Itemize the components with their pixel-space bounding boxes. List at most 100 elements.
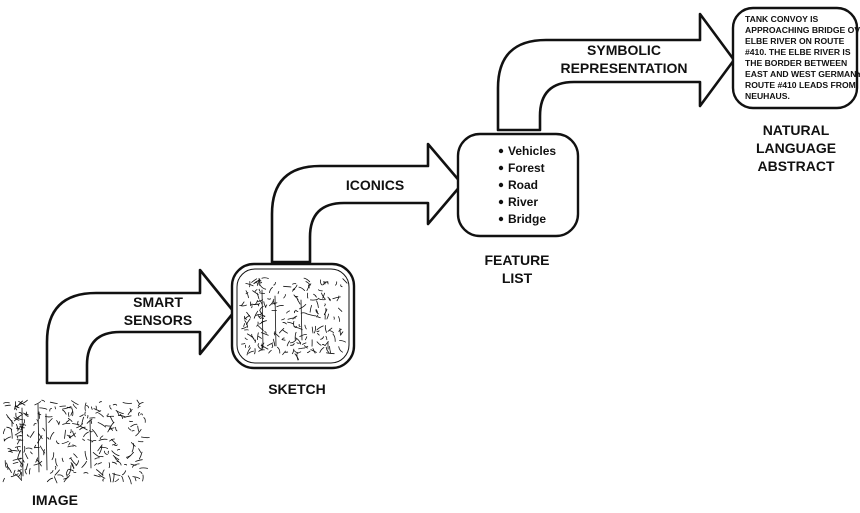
tree-trunk-stroke <box>274 295 277 347</box>
sketch-stroke <box>23 419 25 424</box>
sketch-stroke <box>119 413 123 419</box>
sketch-stroke <box>12 461 19 464</box>
sketch-stroke <box>292 284 298 290</box>
sketch-stroke <box>251 278 258 283</box>
sketch-stroke <box>56 440 60 445</box>
sketch-stroke <box>327 296 331 301</box>
sketch-stroke <box>98 401 102 403</box>
sketch-stroke <box>304 345 309 348</box>
sketch-stroke <box>98 445 103 455</box>
sketch-stroke <box>67 418 73 422</box>
sketch-stroke <box>139 471 143 474</box>
sketch-stroke <box>286 310 290 314</box>
sketch-stroke <box>137 440 144 443</box>
sketch-stroke <box>291 348 295 355</box>
sketch-stroke <box>65 469 69 476</box>
sketch-stroke <box>319 279 323 286</box>
sketch-stroke <box>26 463 29 470</box>
sketch-stroke <box>62 406 72 410</box>
feature-bullet-icon <box>498 165 504 171</box>
sketch-stroke <box>76 423 83 429</box>
abstract-text-line: ELBE RIVER ON ROUTE <box>745 36 845 46</box>
sketch-stroke <box>48 418 53 423</box>
sketch-stroke <box>79 426 86 431</box>
sketch-stroke <box>35 457 39 463</box>
sketch-stroke <box>241 343 246 345</box>
sketch-stroke <box>327 327 333 332</box>
sketch-stroke <box>143 417 146 423</box>
sketch-stroke <box>292 283 297 285</box>
sketch-stroke <box>306 283 312 291</box>
sketch-stroke <box>304 336 308 341</box>
abstract-monitor-frame <box>731 6 859 110</box>
sketch-stroke <box>244 337 248 340</box>
feature-list-label-line-1: FEATURE <box>484 252 549 268</box>
sketch-stroke <box>109 438 115 442</box>
sketch-stroke <box>84 402 87 411</box>
abstract-label-line-3: ABSTRACT <box>758 158 835 174</box>
sketch-stroke <box>68 442 71 446</box>
sketch-stroke <box>282 350 286 356</box>
sketch-stroke <box>258 336 262 339</box>
sketch-stroke <box>17 438 21 445</box>
sketch-stroke <box>23 446 26 453</box>
sketch-stroke <box>84 450 88 460</box>
sketch-stroke <box>7 448 12 451</box>
sketch-stroke <box>19 399 28 405</box>
sketch-stroke <box>318 289 323 292</box>
sketch-stroke <box>49 431 55 440</box>
sketch-stroke <box>105 425 112 427</box>
sketch-stroke <box>281 318 285 321</box>
sketch-stroke <box>84 411 86 417</box>
image-label: IMAGE <box>32 492 78 508</box>
sketch-stroke <box>138 412 140 417</box>
sketch-stroke <box>277 346 281 354</box>
sketch-stroke <box>286 340 290 347</box>
sketch-stroke <box>283 294 286 299</box>
sketch-stroke <box>42 427 45 432</box>
sketch-stroke <box>69 434 72 439</box>
sketch-stroke <box>17 450 21 459</box>
sketch-stroke <box>83 431 89 438</box>
sketch-stroke <box>307 292 309 299</box>
sketch-stroke <box>325 335 328 341</box>
sketch-stroke <box>102 478 104 482</box>
sketch-stroke <box>265 304 268 308</box>
sketch-stroke <box>130 423 138 428</box>
sketch-stroke <box>252 290 259 296</box>
sketch-stroke <box>97 422 107 428</box>
feature-list-monitor <box>456 132 580 238</box>
sketch-stroke <box>258 346 265 351</box>
sketch-stroke <box>251 303 261 305</box>
sketch-stroke <box>138 402 144 407</box>
sketch-stroke <box>93 474 101 478</box>
sketch-stroke <box>17 471 22 478</box>
sketch-stroke <box>338 316 341 322</box>
feature-bullet-icon <box>498 199 504 205</box>
sketch-stroke <box>342 278 348 284</box>
sketch-stroke <box>252 336 256 342</box>
sketch-stroke <box>287 321 295 325</box>
sketch-drawing <box>239 277 348 361</box>
sketch-stroke <box>312 348 316 354</box>
smart-sensors-label-line-2: SENSORS <box>124 312 192 328</box>
sketch-stroke <box>92 452 100 458</box>
iconics-label: ICONICS <box>346 177 404 193</box>
sketch-stroke <box>107 427 111 433</box>
sketch-stroke <box>38 433 43 440</box>
sketch-stroke <box>126 451 134 459</box>
sketch-stroke <box>99 435 104 440</box>
sketch-stroke <box>19 461 22 467</box>
sketch-stroke <box>116 410 120 416</box>
sketch-stroke <box>256 282 259 286</box>
sketch-stroke <box>81 416 85 424</box>
sketch-stroke <box>91 440 97 443</box>
sketch-stroke <box>72 444 77 447</box>
sketch-stroke <box>259 321 264 325</box>
sketch-stroke <box>4 460 7 468</box>
sketch-stroke <box>282 337 285 340</box>
sketch-stroke <box>294 295 299 298</box>
sketch-stroke <box>64 429 66 439</box>
sketch-stroke <box>245 290 249 299</box>
sketch-stroke <box>309 305 312 313</box>
